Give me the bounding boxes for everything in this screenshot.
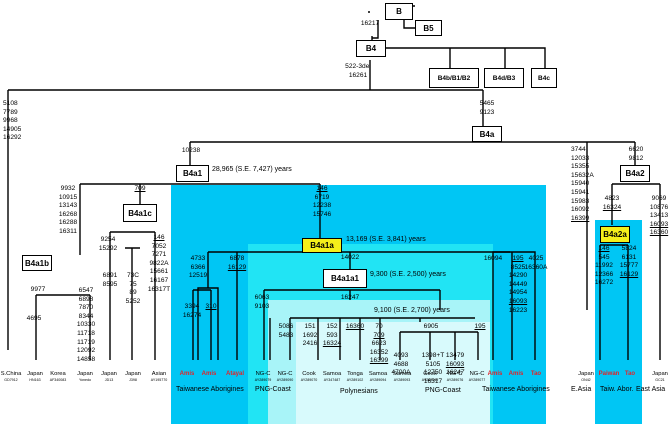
group-poly: Polynesians bbox=[340, 388, 378, 395]
node-b4a1b: B4a1b bbox=[22, 255, 52, 271]
mut-b4a1b-top: 9977 bbox=[30, 286, 46, 293]
ann-b4a1: 28,965 (S.E. 7,427) years bbox=[212, 166, 292, 173]
mut-amis1b: 310 bbox=[205, 303, 217, 310]
leaf-amis-1: Amis bbox=[179, 371, 195, 377]
node-b4a1a: B4a1a bbox=[302, 238, 342, 253]
mut-pngc2: 13479 16093 16247 bbox=[445, 352, 465, 377]
node-b4b: B4b/B1/B2 bbox=[429, 68, 479, 88]
leaf-paiwan: Paiwan bbox=[598, 371, 620, 377]
leaf-tao-2: Tao bbox=[624, 371, 636, 377]
mut-inner-top: 6905 bbox=[423, 323, 439, 330]
mut-b4a1: 10238 bbox=[181, 147, 201, 154]
leaf-amis-4: Amis bbox=[508, 371, 524, 377]
node-b4a1a1: B4a1a1 bbox=[323, 269, 367, 288]
leaf-tao-1: Tao bbox=[530, 371, 542, 377]
ann-b4a1a: 13,169 (S.E. 3,841) years bbox=[346, 236, 426, 243]
node-b4a: B4a bbox=[472, 126, 502, 142]
mut-b4a2-left: 4823 16324 bbox=[602, 195, 622, 211]
node-b4a2a: B4a2a bbox=[600, 226, 630, 243]
mut-b4a1a1-top: 14022 bbox=[340, 254, 360, 261]
mut-b4a1c-top: 709 bbox=[134, 185, 146, 192]
mut-b-b4: 16217 bbox=[360, 20, 380, 27]
node-b4a2: B4a2 bbox=[620, 165, 650, 182]
mut-b4-b4a-1: 522-3del bbox=[345, 63, 371, 70]
node-b4d: B4d/B3 bbox=[484, 68, 524, 88]
group-easia-2: East Asia bbox=[636, 386, 666, 393]
node-b: B bbox=[385, 3, 413, 20]
mut-b4a1a1-in: 16247 bbox=[340, 294, 360, 301]
leaf-amis-2: Amis bbox=[201, 371, 217, 377]
group-taiwan-2: Taiwanese Aborigines bbox=[482, 386, 550, 393]
group-easia-1: E.Asia bbox=[571, 386, 592, 393]
group-png-1: PNG-Coast bbox=[255, 386, 291, 393]
node-b4c: B4c bbox=[531, 68, 557, 88]
node-b4a1: B4a1 bbox=[176, 165, 209, 182]
mut-atayal: 6878 16129 bbox=[227, 255, 247, 271]
mut-taiwan-r1: 16094 bbox=[483, 255, 503, 262]
group-taiw: Taiw. Abor. bbox=[600, 386, 634, 393]
node-b5: B5 bbox=[415, 20, 442, 36]
leaf-atayal: Atayal bbox=[225, 371, 244, 377]
mut-inner-right: 195 bbox=[474, 323, 486, 330]
b4a2a-region bbox=[595, 220, 642, 424]
mut-tonga: 16360 bbox=[345, 323, 365, 330]
node-b4a1c: B4a1c bbox=[123, 204, 157, 222]
leaf-amis-3: Amis bbox=[487, 371, 503, 377]
mut-b4-b4a-2: 16261 bbox=[348, 72, 368, 79]
node-b4: B4 bbox=[356, 40, 386, 57]
mut-b4a1b-a: 4695 bbox=[26, 315, 42, 322]
group-png-2: PNG-Coast bbox=[425, 387, 461, 394]
group-taiwan-1: Taiwanese Aborigines bbox=[176, 386, 244, 393]
ann-b4a1a1: 9,300 (S.E. 2,500) years bbox=[370, 271, 446, 278]
inner-region bbox=[296, 322, 490, 424]
ann-inner: 9,100 (S.E. 2,700) years bbox=[374, 307, 450, 314]
